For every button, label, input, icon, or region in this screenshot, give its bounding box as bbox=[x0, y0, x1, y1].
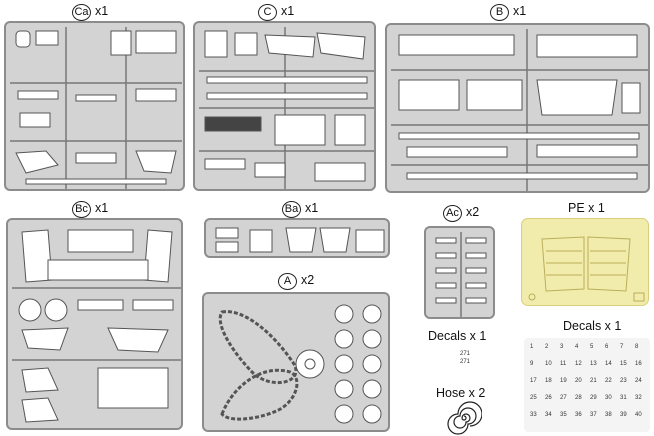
decal-item: 21 bbox=[590, 378, 597, 384]
decal-item: 34 bbox=[545, 412, 552, 418]
decal-item: 17 bbox=[530, 378, 537, 384]
decal-item: 22 bbox=[605, 378, 612, 384]
decal-item: 24 bbox=[635, 378, 642, 384]
decal-number: 271 bbox=[460, 359, 471, 365]
decal-item: 1 bbox=[530, 344, 534, 350]
decal-item: 40 bbox=[635, 412, 642, 418]
decal-item: 15 bbox=[620, 361, 627, 367]
sprue-bc-parts bbox=[12, 229, 181, 423]
decal-item: 35 bbox=[560, 412, 567, 418]
decal-item: 31 bbox=[620, 395, 627, 401]
decal-item: 5 bbox=[590, 344, 594, 350]
decal-item: 38 bbox=[605, 412, 612, 418]
decal-item: 26 bbox=[545, 395, 552, 401]
decals-small-label: Decals x 1 bbox=[428, 329, 487, 343]
decal-item: 39 bbox=[620, 412, 627, 418]
sprue-ca bbox=[4, 21, 185, 191]
sprue-a bbox=[202, 292, 390, 432]
decal-item: 18 bbox=[545, 378, 552, 384]
sprue-ac-parts bbox=[435, 232, 487, 317]
decal-item: 30 bbox=[605, 395, 612, 401]
sprue-a-parts bbox=[218, 304, 382, 424]
sprue-c-parts bbox=[199, 27, 374, 189]
sprue-b bbox=[385, 23, 650, 193]
decal-item: 25 bbox=[530, 395, 537, 401]
sprue-b-parts bbox=[391, 29, 648, 191]
decal-item: 19 bbox=[560, 378, 567, 384]
decal-item: 28 bbox=[575, 395, 582, 401]
decal-item: 37 bbox=[590, 412, 597, 418]
decal-item: 16 bbox=[635, 361, 642, 367]
hose-label: Hose x 2 bbox=[436, 386, 486, 400]
decal-item: 23 bbox=[620, 378, 627, 384]
sprue-ba-parts bbox=[215, 227, 385, 253]
decal-item: 27 bbox=[560, 395, 567, 401]
decal-small-sheet: 271 271 bbox=[452, 350, 470, 366]
decal-number: 271 bbox=[460, 351, 471, 357]
decal-item: 8 bbox=[635, 344, 639, 350]
decal-item: 20 bbox=[575, 378, 582, 384]
decal-item: 6 bbox=[605, 344, 609, 350]
decal-item: 11 bbox=[560, 361, 567, 367]
decal-item: 36 bbox=[575, 412, 582, 418]
decal-item: 13 bbox=[590, 361, 597, 367]
sprue-ca-parts bbox=[10, 27, 182, 189]
sprue-c bbox=[193, 21, 376, 191]
decal-item: 10 bbox=[545, 361, 552, 367]
decal-item: 9 bbox=[530, 361, 534, 367]
pe-fret bbox=[521, 218, 649, 306]
decal-item: 33 bbox=[530, 412, 537, 418]
decal-item: 2 bbox=[545, 344, 549, 350]
decal-item: 4 bbox=[575, 344, 579, 350]
decal-item: 12 bbox=[575, 361, 582, 367]
decal-item: 29 bbox=[590, 395, 597, 401]
pe-fret-parts bbox=[528, 236, 645, 302]
sprue-ba bbox=[204, 218, 390, 258]
sprue-bc bbox=[6, 218, 183, 430]
decal-item: 14 bbox=[605, 361, 612, 367]
decals-large-label: Decals x 1 bbox=[563, 319, 622, 333]
decal-item: 7 bbox=[620, 344, 624, 350]
decal-item: 3 bbox=[560, 344, 564, 350]
hose-coil-icon bbox=[447, 401, 482, 435]
decal-item: 32 bbox=[635, 395, 642, 401]
pe-label: PE x 1 bbox=[568, 201, 605, 215]
sprue-ac bbox=[424, 226, 495, 319]
